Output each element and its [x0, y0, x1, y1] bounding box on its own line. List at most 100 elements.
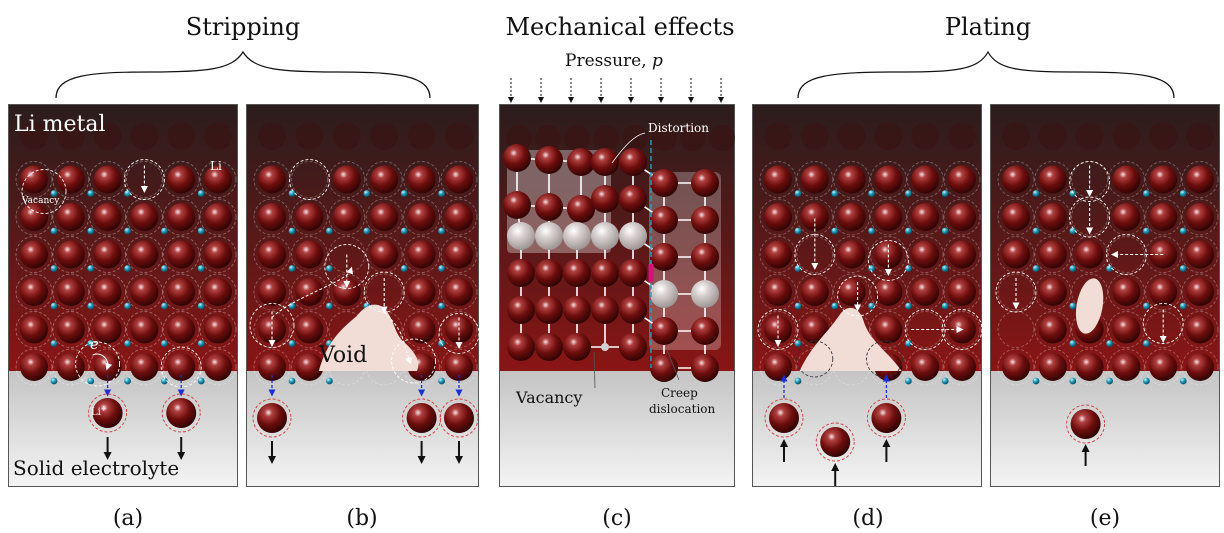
li-atom: [204, 165, 232, 194]
li-atom: [167, 240, 196, 269]
li-atom: [1186, 240, 1214, 269]
vacancy-ring: [440, 198, 478, 236]
vacancy-ring: [199, 348, 237, 386]
vacancy-ring: [403, 198, 441, 236]
label-distortion: Distortion: [648, 121, 709, 135]
vacancy-ring: [391, 338, 437, 384]
electron-dot: [288, 302, 296, 310]
electron-dot: [905, 302, 912, 310]
li-atom: [130, 203, 159, 231]
electron-dot: [1143, 190, 1150, 197]
vacancy-ring: [1071, 273, 1109, 311]
li-atom: [204, 203, 232, 231]
li-atom: [93, 203, 122, 231]
vacancy-ring: [796, 198, 834, 236]
vacancy-ring: [52, 311, 90, 348]
back-atom: [167, 122, 196, 150]
electron-dot: [161, 377, 168, 385]
back-atom: [1149, 122, 1178, 150]
li-atom: [258, 278, 286, 306]
li-atom: [507, 296, 535, 324]
electron-dot: [197, 302, 205, 310]
li-atom: [1186, 165, 1214, 194]
vacancy-ring: [1107, 348, 1145, 386]
back-atom: [56, 122, 85, 150]
electron-dot: [288, 227, 296, 235]
electron-dot: [161, 227, 168, 235]
li-atom: [445, 278, 473, 306]
li-atom: [871, 403, 902, 433]
li-atom: [1075, 240, 1104, 269]
li-atom: [948, 278, 976, 306]
vacancy-ring: [403, 236, 441, 273]
li-atom: [167, 165, 196, 194]
vacancy-ring: [290, 273, 328, 311]
electron-dot: [1069, 302, 1077, 310]
vacancy-ring: [162, 161, 200, 198]
electron-dot: [161, 302, 168, 310]
vacancy-ring: [869, 161, 907, 198]
li-atom: [295, 315, 324, 344]
li-atom: [619, 185, 647, 213]
electron-dot: [794, 227, 802, 235]
back-atom: [445, 122, 473, 150]
vacancy-ring: [89, 236, 127, 273]
vacancy-ring: [869, 311, 907, 348]
vacancy-ring: [1069, 161, 1111, 202]
li-atom: [874, 315, 903, 344]
panel-label-e: (e): [1090, 506, 1120, 531]
li-atom: [911, 165, 940, 194]
vacancy-ring: [837, 275, 879, 317]
li-atom: [764, 315, 792, 344]
vacancy-ring: [290, 311, 328, 348]
back-atom: [1038, 122, 1067, 150]
vacancy-ring: [796, 340, 834, 378]
vacancy-ring: [943, 273, 981, 311]
electron-dot: [124, 302, 131, 310]
vacancy-ring: [1034, 161, 1072, 198]
li-atom: [406, 403, 437, 433]
li-metal-region: [990, 104, 1220, 371]
li-atom: [56, 278, 85, 306]
electron-dot: [87, 190, 95, 197]
electron-dot: [288, 377, 296, 385]
vacancy-ring: [1181, 161, 1219, 198]
li-atom: [445, 240, 473, 269]
electron-dot: [326, 265, 333, 272]
back-atom: [564, 125, 590, 151]
electron-dot: [50, 340, 58, 347]
back-atom: [204, 122, 232, 150]
electron-dot: [400, 227, 408, 235]
pressure-arrows: [508, 78, 724, 103]
vacancy-site: [601, 343, 609, 351]
li-atom: [535, 333, 563, 361]
li-atom: [1149, 165, 1178, 194]
electron-dot: [1143, 302, 1150, 310]
back-atom: [1075, 122, 1104, 150]
vacancy-ring: [997, 348, 1035, 386]
vacancy-ring: [290, 236, 328, 273]
electron-dot: [438, 190, 445, 197]
electron-dot: [1143, 227, 1150, 235]
panel-frame: [990, 104, 1220, 487]
li-atom: [445, 203, 473, 231]
vacancy-ring: [253, 273, 291, 311]
electron-dot: [438, 265, 445, 272]
electron-dot: [1069, 340, 1077, 347]
li-atom: [535, 146, 563, 174]
vacancy-ring: [290, 161, 328, 198]
vacancy-ring: [125, 198, 163, 236]
back-atom: [1002, 122, 1030, 150]
vacancy-ring: [943, 198, 981, 236]
panel-e: [990, 104, 1220, 487]
li-atom: [764, 203, 792, 231]
li-atom: [407, 203, 436, 231]
vacancy-ring: [52, 198, 90, 236]
electron-dot: [197, 340, 205, 347]
li-atom: [445, 165, 473, 194]
vacancy-ring: [15, 198, 53, 236]
electron-dot: [1143, 340, 1150, 347]
li-atom: [563, 333, 591, 361]
electron-dot: [1179, 377, 1187, 385]
vacancy-ring: [253, 348, 291, 386]
